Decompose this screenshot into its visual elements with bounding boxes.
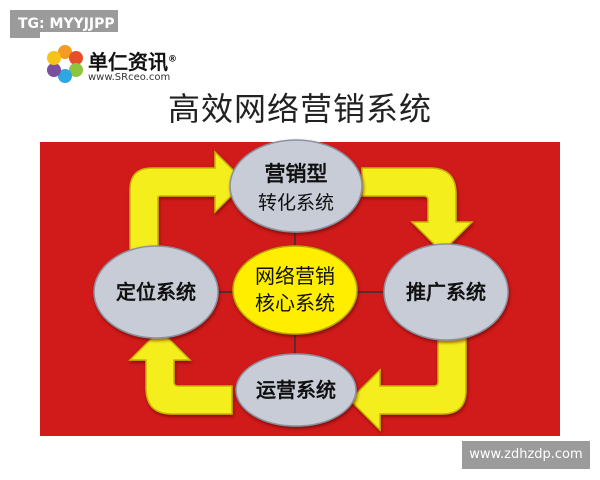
node-top-line2: 转化系统 — [258, 192, 334, 214]
logo-url: www.SRceo.com — [88, 72, 171, 83]
arrow-left-to-top — [129, 150, 247, 256]
logo-name: 单仁资讯® — [88, 50, 177, 74]
node-bottom — [235, 353, 357, 427]
node-top — [229, 139, 363, 233]
arrow-top-to-right — [361, 167, 474, 254]
node-center-line2: 核心系统 — [255, 291, 335, 315]
arrow-bottom-to-left — [128, 328, 233, 415]
node-right-label: 推广系统 — [406, 280, 486, 304]
node-left — [93, 245, 219, 339]
watermark-badge: www.zdhzdp.com — [462, 441, 590, 469]
node-center — [232, 245, 358, 335]
node-right — [383, 243, 509, 341]
node-top-line1: 营销型 — [265, 162, 328, 186]
flower-logo-icon — [47, 45, 83, 83]
page-title: 高效网络营销系统 — [167, 90, 432, 128]
node-center-line1: 网络营销 — [255, 264, 335, 288]
node-left-label: 定位系统 — [116, 280, 196, 304]
node-bottom-label: 运营系统 — [256, 378, 336, 402]
arrow-right-to-bottom — [348, 329, 467, 432]
